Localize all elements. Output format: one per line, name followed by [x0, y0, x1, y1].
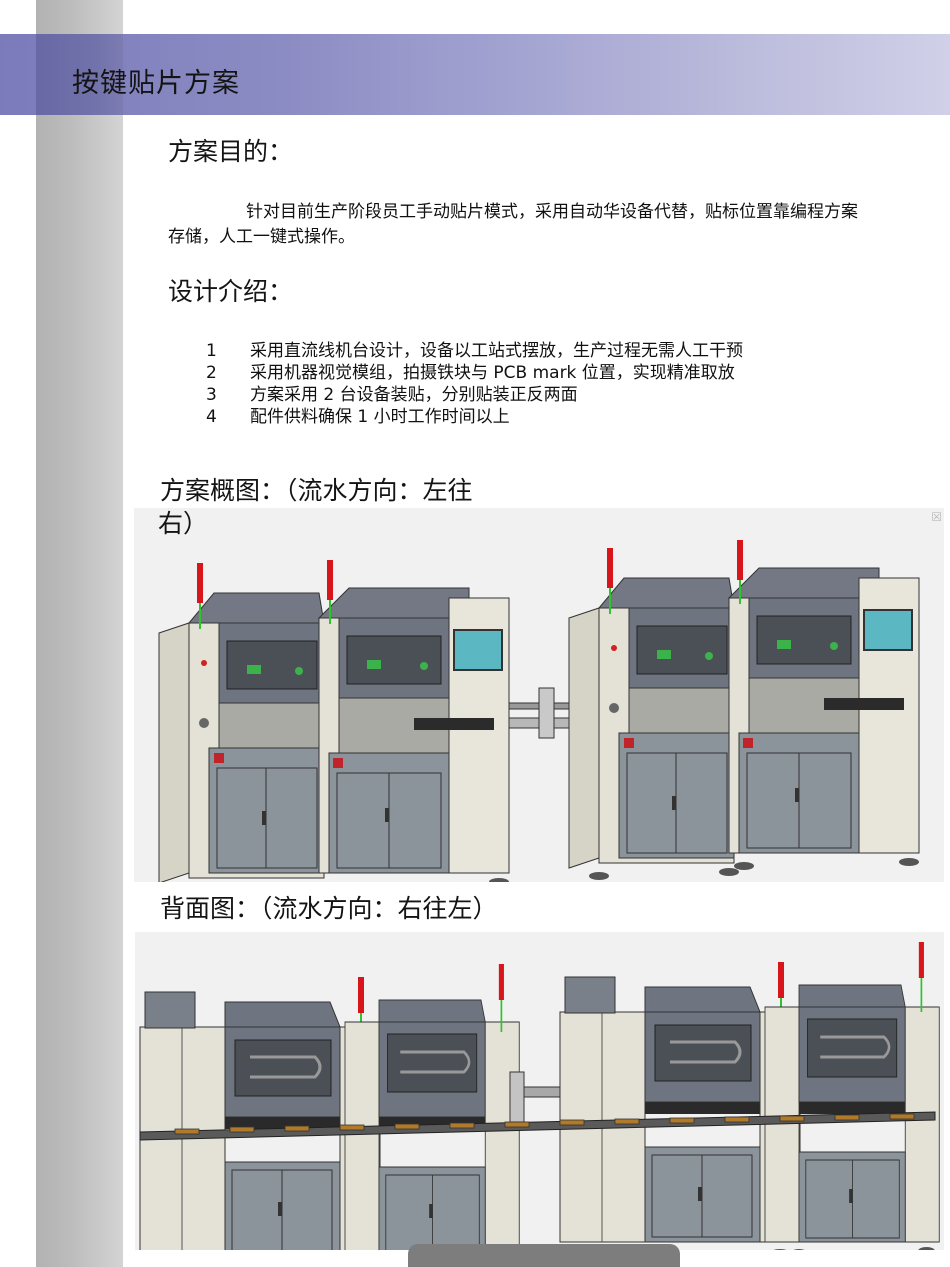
- list-number: 3: [206, 385, 217, 405]
- list-item: 2 采用机器视觉模组，拍摄铁块与 PCB mark 位置，实现精准取放: [206, 362, 886, 384]
- purpose-paragraph: 针对目前生产阶段员工手动贴片模式，采用自动华设备代替，贴标位置靠编程方案存储，人…: [168, 200, 868, 250]
- machine-line-front-illustration: [158, 539, 920, 882]
- side-decor-bar: [36, 0, 123, 1267]
- list-text: 采用机器视觉模组，拍摄铁块与 PCB mark 位置，实现精准取放: [250, 363, 735, 383]
- scrollbar-thumb[interactable]: [408, 1244, 680, 1267]
- list-text: 配件供料确保 1 小时工作时间以上: [250, 407, 510, 427]
- design-heading: 设计介绍：: [168, 277, 294, 306]
- title-band-overlap: [36, 34, 123, 115]
- overview-caption: 方案概图：（流水方向：左往: [160, 476, 473, 505]
- list-text: 采用直流线机台设计，设备以工站式摆放，生产过程无需人工干预: [250, 341, 743, 361]
- title-band: [0, 34, 950, 115]
- list-item: 3 方案采用 2 台设备装贴，分别贴装正反两面: [206, 384, 886, 406]
- design-list: 1 采用直流线机台设计，设备以工站式摆放，生产过程无需人工干预 2 采用机器视觉…: [206, 340, 886, 428]
- purpose-text: 针对目前生产阶段员工手动贴片模式，采用自动华设备代替，贴标位置靠编程方案存储，人…: [168, 202, 858, 247]
- purpose-heading: 方案目的：: [168, 137, 294, 166]
- list-number: 1: [206, 341, 217, 361]
- overview-caption-continued: 右）: [158, 509, 209, 538]
- list-item: 4 配件供料确保 1 小时工作时间以上: [206, 406, 886, 428]
- back-view-figure: [135, 932, 944, 1250]
- machine-line-back-illustration: [138, 942, 940, 1250]
- list-item: 1 采用直流线机台设计，设备以工站式摆放，生产过程无需人工干预: [206, 340, 886, 362]
- list-number: 2: [206, 363, 217, 383]
- list-number: 4: [206, 407, 217, 427]
- overview-figure: 右） ☒: [134, 508, 944, 882]
- page-title: 按键贴片方案: [72, 68, 240, 99]
- resize-icon[interactable]: ☒: [931, 510, 942, 524]
- list-text: 方案采用 2 台设备装贴，分别贴装正反两面: [250, 385, 578, 405]
- back-caption: 背面图：（流水方向：右往左）: [160, 894, 498, 923]
